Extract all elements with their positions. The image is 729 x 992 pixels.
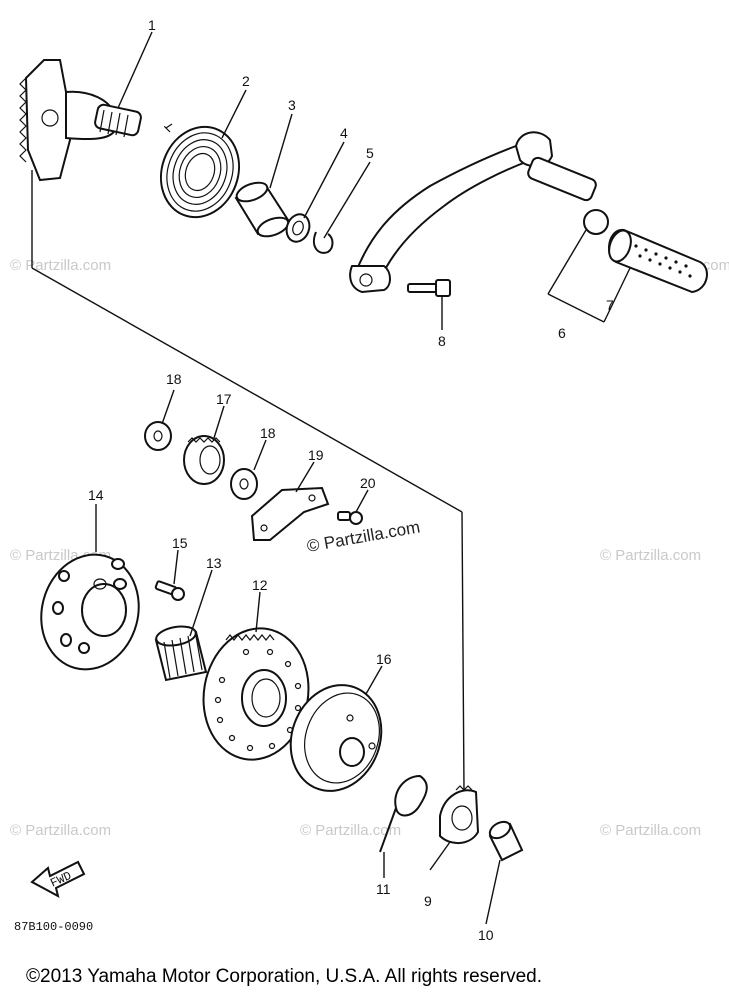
watermark: © Partzilla.com [10, 257, 111, 274]
part-code: 87B100-0090 [14, 920, 93, 934]
part-12-primary-gear [202, 627, 310, 761]
part-18-washer-upper [144, 421, 172, 451]
callout-9: 9 [424, 893, 432, 909]
callout-8: 8 [438, 333, 446, 349]
callout-16: 16 [376, 651, 392, 667]
callout-11: 11 [376, 881, 391, 897]
part-16-housing [289, 684, 383, 792]
leader-lines [95, 31, 631, 925]
callout-10: 10 [478, 927, 494, 943]
part-3-collar [234, 181, 290, 238]
part-8-bolt [407, 279, 451, 297]
callout-17: 17 [216, 391, 232, 407]
callout-18-lower: 18 [260, 425, 276, 441]
part-5-circlip [312, 231, 334, 254]
part-13-needle-bearing [154, 625, 208, 682]
part-19-plate [250, 486, 330, 541]
part-9-ratchet [439, 785, 480, 844]
callout-19: 19 [308, 447, 324, 463]
watermark: © Partzilla.com [300, 822, 401, 839]
part-4-washer [285, 213, 311, 243]
partzilla-watermark: © Partzilla.com [305, 517, 421, 556]
callout-12: 12 [252, 577, 268, 593]
callout-3: 3 [288, 97, 296, 113]
part-10-bushing [488, 820, 524, 862]
part-1-kick-shaft [19, 59, 142, 182]
callout-7: 7 [606, 297, 614, 313]
part-17-idle-gear [183, 435, 225, 485]
watermark: © Partzilla.com [600, 822, 701, 839]
part-15-screw [154, 580, 185, 601]
callout-1: 1 [148, 17, 156, 33]
callouts: 1 2 3 4 5 6 7 8 9 10 11 12 13 14 15 16 1… [88, 17, 614, 943]
fwd-arrow-icon: FWD [30, 860, 86, 898]
part-20-screw [337, 511, 363, 525]
part-11-clip [379, 774, 428, 853]
part-2-spring [159, 123, 241, 219]
part-14-holed-plate [40, 553, 140, 671]
part-7-grip [608, 228, 708, 294]
callout-6: 6 [558, 325, 566, 341]
callout-14: 14 [88, 487, 104, 503]
watermark: © Partzilla.com [600, 547, 701, 564]
watermark: © Partzilla.com [10, 822, 111, 839]
part-6-kick-crank [349, 131, 609, 294]
callout-5: 5 [366, 145, 374, 161]
callout-13: 13 [206, 555, 222, 571]
callout-18-upper: 18 [166, 371, 182, 387]
callout-20: 20 [360, 475, 376, 491]
copyright-notice: ©2013 Yamaha Motor Corporation, U.S.A. A… [26, 966, 542, 987]
callout-4: 4 [340, 125, 348, 141]
guide-lines [31, 170, 605, 791]
callout-2: 2 [242, 73, 250, 89]
part-18-washer-lower [230, 468, 258, 500]
callout-15: 15 [172, 535, 188, 551]
